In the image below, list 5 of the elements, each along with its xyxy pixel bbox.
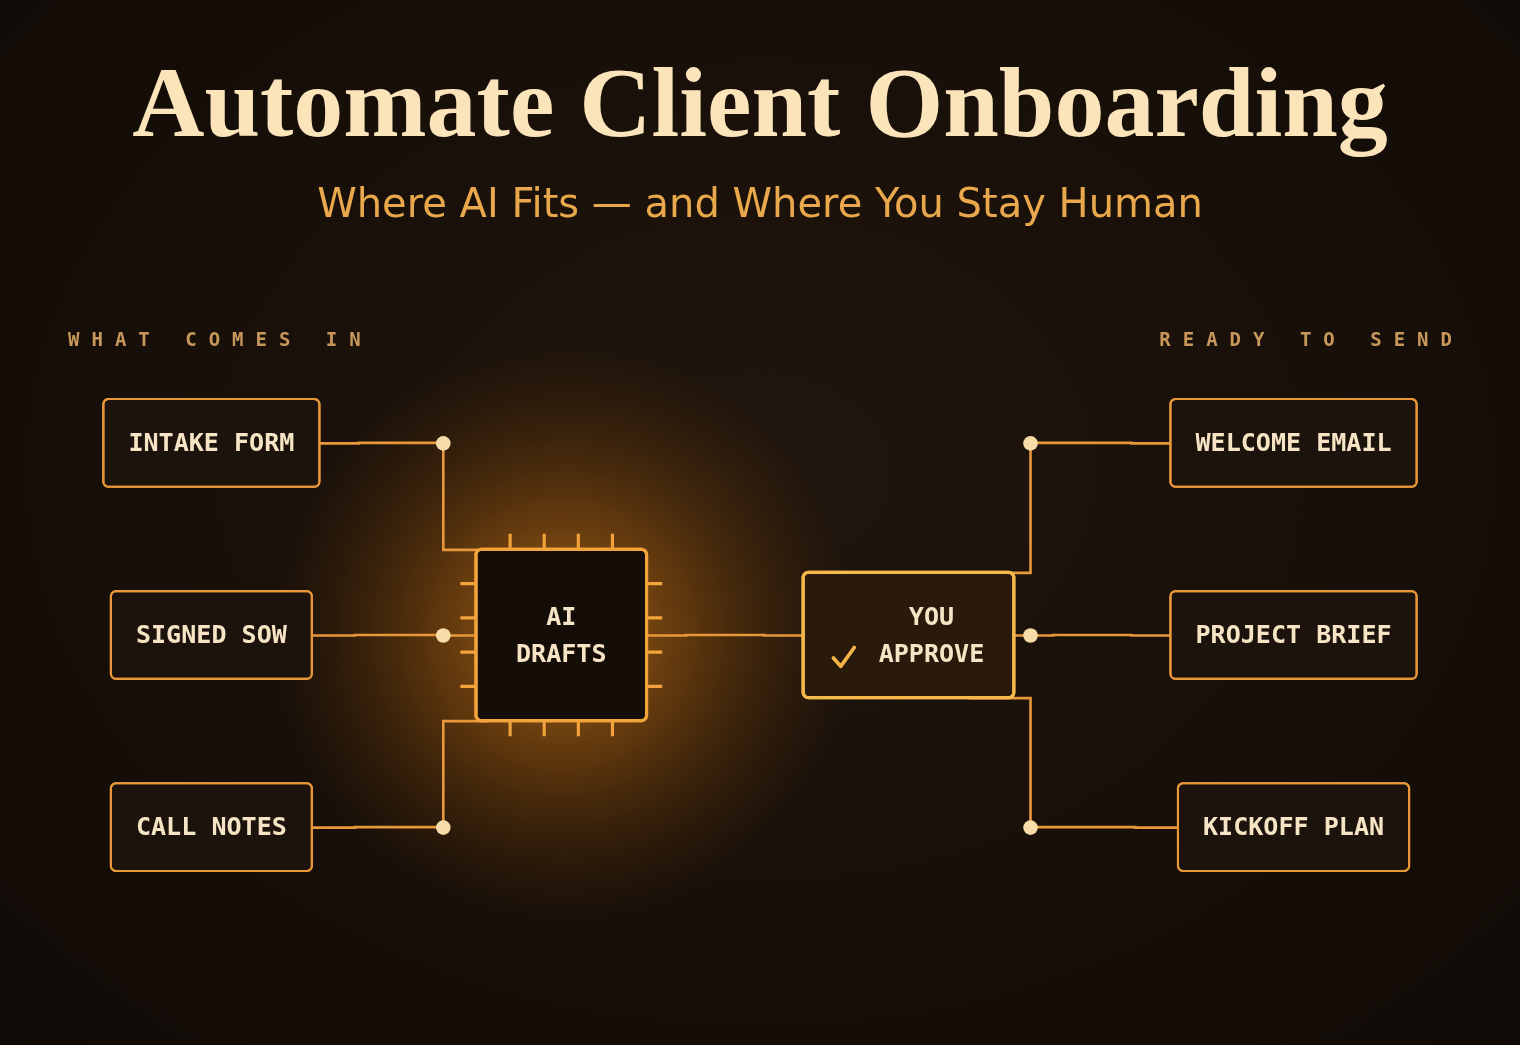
connector xyxy=(1014,633,1171,637)
section-label: READY TO SEND xyxy=(1159,328,1464,350)
subtitle: Where AI Fits — and Where You Stay Human xyxy=(316,180,1204,226)
title: Automate Client Onboarding xyxy=(131,48,1389,158)
section-label: WHAT COMES IN xyxy=(68,328,373,350)
